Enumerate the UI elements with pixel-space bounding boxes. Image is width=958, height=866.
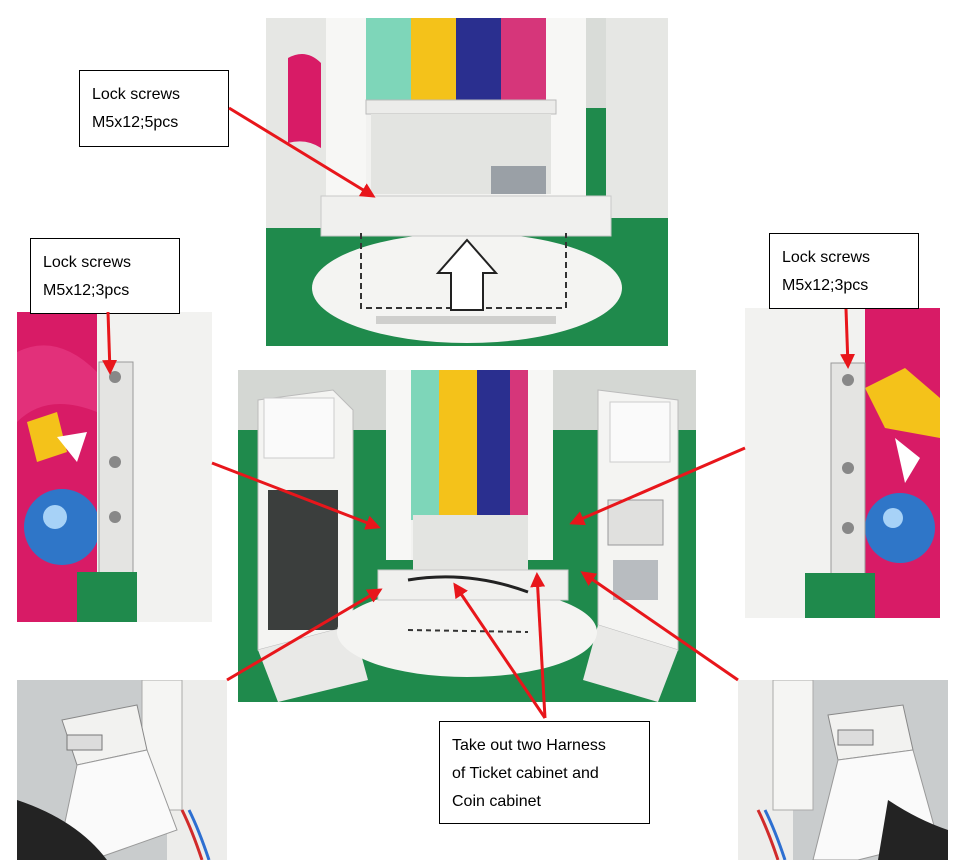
callout-right-line2: M5x12;3pcs (782, 277, 869, 294)
callout-left-line2: M5x12;3pcs (43, 282, 130, 299)
callout-top-lock-screws: Lock screws M5x12;5pcs (79, 70, 229, 147)
callout-left-lock-screws: Lock screws M5x12;3pcs (30, 238, 180, 314)
right-bracket-closeup-photo (745, 308, 940, 618)
callout-top-line2: M5x12;5pcs (92, 114, 179, 131)
callout-harness-line2: of Ticket cabinet and (452, 765, 599, 782)
left-hinge-closeup-photo (17, 680, 227, 860)
middle-machine-photo (238, 370, 696, 702)
callout-left-line1: Lock screws (43, 254, 132, 271)
callout-harness-line1: Take out two Harness (452, 737, 606, 754)
callout-top-line1: Lock screws (92, 86, 181, 103)
callout-right-line1: Lock screws (782, 249, 871, 266)
callout-right-lock-screws: Lock screws M5x12;3pcs (769, 233, 919, 309)
callout-harness-line3: Coin cabinet (452, 793, 541, 810)
right-hinge-closeup-photo (738, 680, 948, 860)
top-machine-photo (266, 18, 668, 346)
callout-harness-instruction: Take out two Harness of Ticket cabinet a… (439, 721, 650, 824)
left-bracket-closeup-photo (17, 312, 212, 622)
